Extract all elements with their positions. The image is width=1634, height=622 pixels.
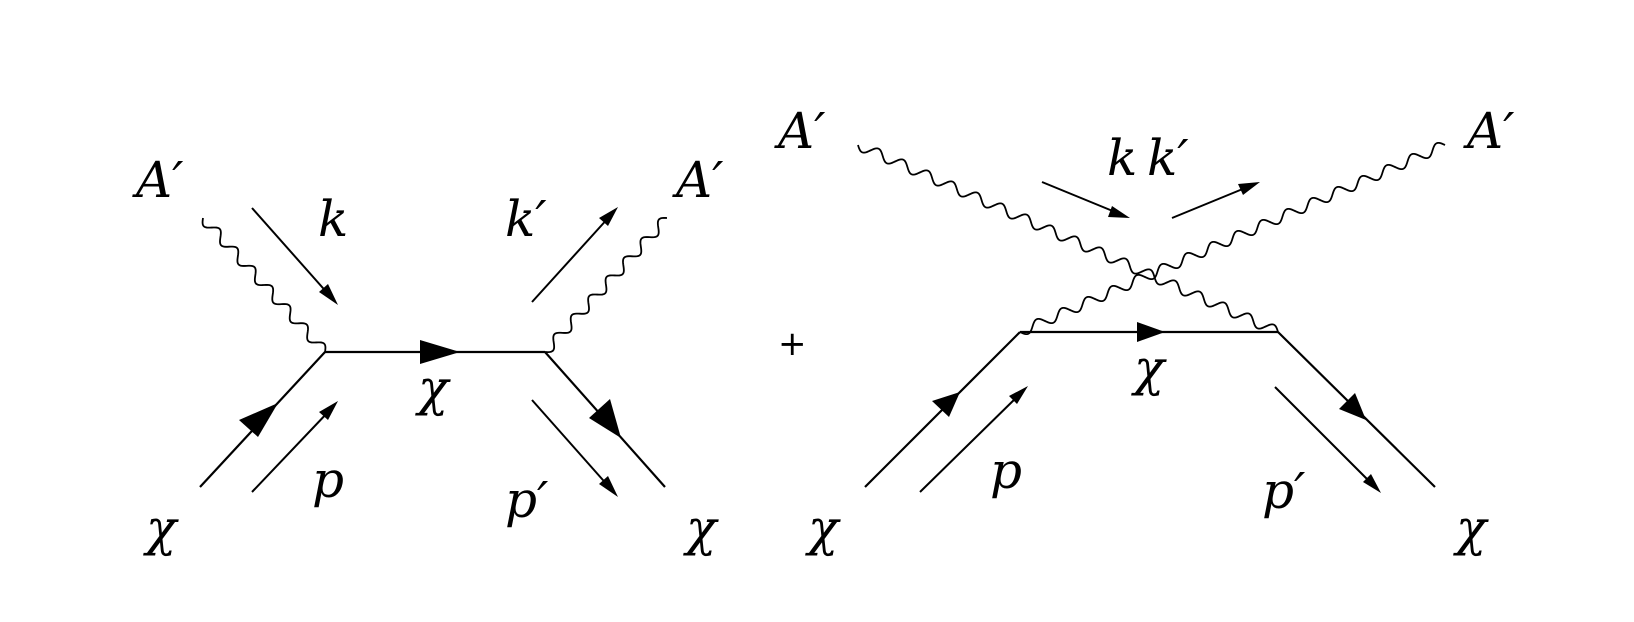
diagram-s-channel: A′ k k′ A′ χ p p′ χ χ [132,151,724,557]
chi-mid-label-1: χ [415,359,451,417]
p-label-1: p [312,451,344,509]
k-prime-arrowhead-2 [1238,182,1260,195]
fermion-arrowhead-mid-2 [1137,322,1165,342]
chi-mid-label-2: χ [1131,339,1167,397]
k-momentum-arrow-2 [1041,181,1121,215]
k-prime-label-1: k′ [505,190,547,248]
p-prime-label-1: p′ [505,471,549,529]
chi-out-label-1: χ [683,499,719,557]
chi-in-label-1: χ [143,499,179,557]
p-arrowhead-2 [1009,386,1028,404]
fermion-arrowhead-out-2 [1339,393,1366,420]
photon-in-label-1: A′ [132,151,184,209]
chi-out-label-2: χ [1453,499,1489,557]
plus-operator: + [778,324,807,364]
p-momentum-arrow-2 [919,393,1021,493]
k-prime-momentum-arrow-2 [1171,185,1251,219]
p-prime-arrowhead-1 [599,476,618,497]
photon-in-line-1 [201,217,327,353]
p-prime-label-2: p′ [1262,462,1306,520]
fermion-arrowhead-in-2 [932,392,960,417]
p-momentum-arrow-1 [251,409,331,493]
k-label-1: k [318,190,348,248]
fermion-arrowhead-mid-1 [420,340,460,364]
p-prime-momentum-arrow-2 [1274,386,1374,486]
p-prime-momentum-arrow-1 [531,399,611,489]
k-prime-momentum-arrow-1 [531,215,611,303]
fermion-arrowhead-out-1 [589,399,621,438]
diagram-u-channel: A′ k k′ A′ χ p p′ χ χ [774,102,1515,557]
photon-out-line-2 [1019,141,1446,336]
p-arrowhead-1 [319,401,338,420]
p-label-2: p [990,442,1022,500]
k-label-2: k [1107,129,1137,187]
k-arrowhead-1 [319,284,338,305]
photon-out-label-1: A′ [672,151,724,209]
k-prime-label-2: k′ [1147,129,1189,187]
photon-in-label-2: A′ [774,102,826,160]
photon-out-label-2: A′ [1463,102,1515,160]
p-prime-arrowhead-2 [1363,474,1381,493]
k-prime-arrowhead-1 [599,207,618,226]
fermion-arrowhead-in-1 [239,403,278,437]
chi-in-label-2: χ [805,499,841,557]
photon-out-line-1 [544,217,668,353]
k-momentum-arrow-1 [251,207,331,297]
photon-in-line-2 [857,144,1279,333]
k-arrowhead-2 [1108,206,1130,218]
